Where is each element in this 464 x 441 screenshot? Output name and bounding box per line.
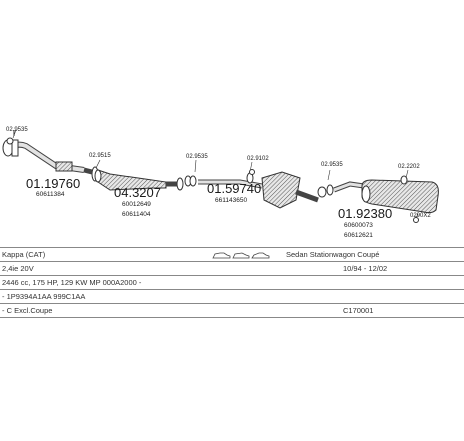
part-number-front-pipe: 01.19760: [26, 176, 80, 191]
small-part-label: 02.9535: [6, 127, 28, 133]
part-number-rear-muffler: 01.92380: [338, 206, 392, 221]
small-part-label: 02.9535: [186, 154, 208, 160]
center-muffler-drawing: [184, 169, 319, 209]
kit-code: C170001: [343, 306, 374, 315]
table-row-engine: 2,4ie 20V 10/94 - 12/02: [0, 262, 464, 276]
oem-number-front-pipe: 60611384: [36, 191, 65, 198]
small-part-label: 02.2202: [398, 164, 420, 170]
oem-number-center-muffler: 661143650: [215, 197, 247, 204]
table-row-model: Kappa (CAT) Sedan Stationwagon Coupé: [0, 248, 464, 262]
production-dates: 10/94 - 12/02: [343, 264, 388, 273]
small-part-label: 02.9535: [321, 162, 343, 168]
front-pipe-drawing: [2, 130, 85, 173]
part-number-catalytic-converter: 04.3207: [114, 185, 161, 200]
table-row-specs: 2446 cc, 175 HP, 129 KW MP 000A2000 -: [0, 276, 464, 290]
oem-number-catalytic-converter-2: 60611404: [122, 211, 151, 218]
car-body-icons: [212, 252, 270, 259]
oem-number-catalytic-converter-1: 60012649: [122, 201, 151, 208]
model-name: Kappa (CAT): [2, 250, 46, 259]
small-part-label: 0290X2: [410, 213, 431, 219]
part-number-center-muffler: 01.59740: [207, 181, 261, 196]
oem-number-rear-muffler-1: 60600073: [344, 222, 373, 229]
exhaust-system-diagram: 01.19760 60611384 04.3207 60012649 60611…: [2, 127, 439, 239]
table-row-codes: - 1P9394A1AA 999C1AA: [0, 290, 464, 304]
rear-muffler-drawing: [317, 175, 439, 223]
fitment-note: - C Excl.Coupe: [2, 306, 53, 315]
body-type-text: Sedan Stationwagon Coupé: [286, 250, 380, 259]
engine-label: 2,4ie 20V: [2, 264, 34, 273]
table-top-rule: [0, 247, 464, 248]
oem-number-rear-muffler-2: 60612621: [344, 232, 373, 239]
catalytic-converter-drawing: [83, 166, 184, 191]
body-type-icons: [212, 250, 272, 264]
table-row-note: - C Excl.Coupe C170001: [0, 304, 464, 318]
small-part-label: 02.9515: [89, 153, 111, 159]
engine-specs: 2446 cc, 175 HP, 129 KW MP 000A2000 -: [2, 278, 142, 287]
engine-codes: - 1P9394A1AA 999C1AA: [2, 292, 86, 301]
small-part-label: 02.9102: [247, 156, 269, 162]
